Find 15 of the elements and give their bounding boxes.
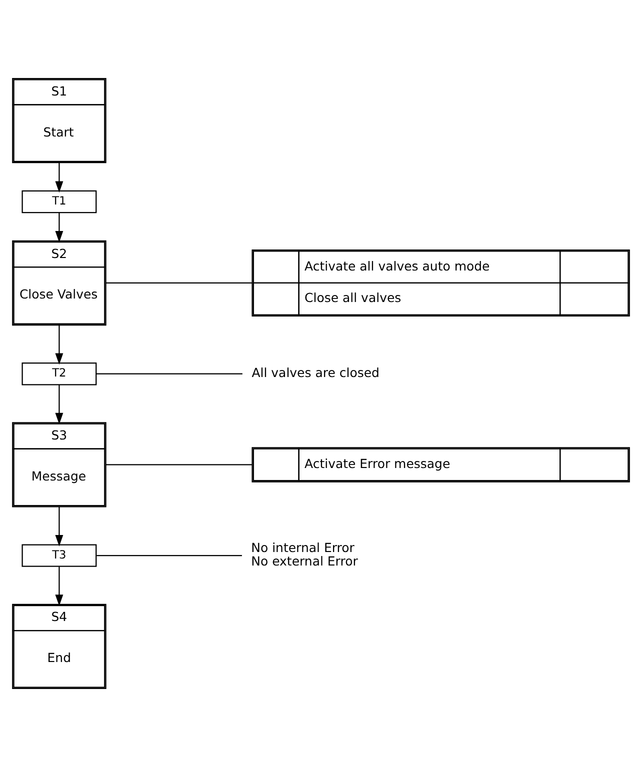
arrow xyxy=(55,162,64,193)
node-box: T2 xyxy=(22,362,97,386)
node-text: No internal Error No external Error xyxy=(251,540,358,569)
node-box: T3 xyxy=(22,544,97,567)
connector xyxy=(96,555,242,556)
connector xyxy=(106,464,252,466)
node-box: T1 xyxy=(22,190,97,214)
connector xyxy=(106,282,252,284)
arrow xyxy=(55,506,64,546)
arrow xyxy=(55,566,64,606)
node-text: All valves are closed xyxy=(252,365,380,380)
arrow xyxy=(55,385,64,424)
arrow xyxy=(55,325,64,365)
connector xyxy=(96,373,242,374)
arrow xyxy=(55,212,64,242)
